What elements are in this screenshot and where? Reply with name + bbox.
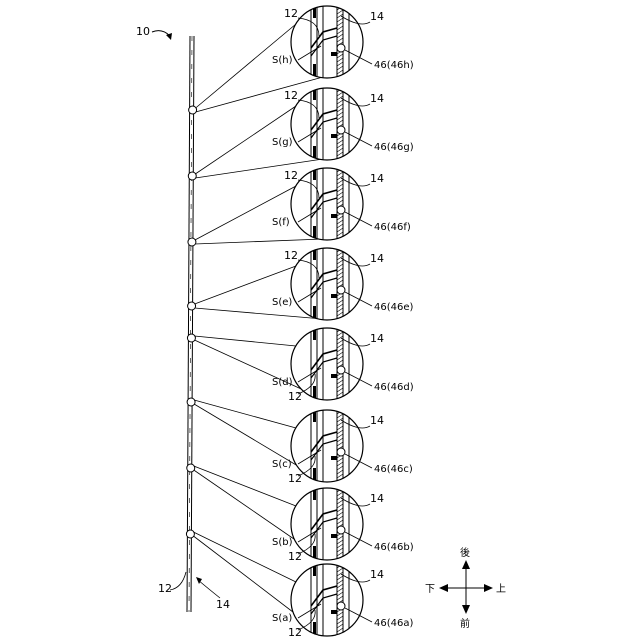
sensor-label: S(d) xyxy=(272,377,293,388)
sensor-label: S(g) xyxy=(272,137,293,148)
part-46-marker xyxy=(337,526,345,534)
part-46-label: 46(46h) xyxy=(374,60,414,71)
part-46-label: 46(46f) xyxy=(374,222,411,233)
member-12-detail-label: 12 xyxy=(284,169,298,182)
compass-down-label: 前 xyxy=(460,617,470,630)
member-12-detail-label: 12 xyxy=(288,550,302,563)
member-14-detail-label: 14 xyxy=(370,414,384,427)
callout-line-lower xyxy=(195,239,323,244)
sensor-label: S(h) xyxy=(272,55,293,66)
callout-line-upper xyxy=(195,186,296,240)
member-14-label: 14 xyxy=(216,598,230,611)
detail-circle xyxy=(291,168,363,240)
sensor-point xyxy=(187,398,195,406)
detail-views: S(h)46(46h)1412S(g)46(46g)1412S(f)46(46f… xyxy=(272,2,414,640)
part-46-marker xyxy=(337,126,345,134)
callout-line-upper xyxy=(194,400,296,428)
member-12-detail-label: 12 xyxy=(288,472,302,485)
member-14-leader xyxy=(198,580,220,598)
sensor-point xyxy=(187,334,195,342)
part-46-marker xyxy=(337,366,345,374)
member-12-detail-label: 12 xyxy=(284,89,298,102)
part-46-marker xyxy=(337,44,345,52)
detail-view: S(f) 46(46f) 14 12 xyxy=(272,164,411,244)
part-46-label: 46(46a) xyxy=(374,618,413,629)
arrow-right-icon xyxy=(484,584,493,592)
sensor-point xyxy=(187,464,195,472)
member-12-detail-label: 12 xyxy=(288,390,302,403)
member-12-leader xyxy=(170,572,186,590)
member-12-detail-label: 12 xyxy=(284,7,298,20)
detail-circle xyxy=(291,88,363,160)
part-46-label: 46(46d) xyxy=(374,382,414,393)
member-14-detail-label: 14 xyxy=(370,492,384,505)
member-14-detail-label: 14 xyxy=(370,252,384,265)
sensor-point xyxy=(186,530,194,538)
detail-view: S(c) 46(46c) 14 12 xyxy=(272,406,413,486)
sensor-point xyxy=(188,238,196,246)
member-12-detail-label: 12 xyxy=(284,249,298,262)
member-12-label: 12 xyxy=(158,582,172,595)
sensor-point xyxy=(188,172,196,180)
arrow-down-icon xyxy=(462,605,470,614)
member-12-detail-label: 12 xyxy=(288,626,302,639)
part-46-marker xyxy=(337,448,345,456)
member-14-detail-label: 14 xyxy=(370,332,384,345)
compass-right-label: 上 xyxy=(496,583,506,595)
assembly-ref-label: 10 xyxy=(136,25,150,38)
detail-view: S(e) 46(46e) 14 12 xyxy=(272,244,414,324)
part-46-marker xyxy=(337,602,345,610)
detail-view: S(h) 46(46h) 14 12 xyxy=(272,2,414,82)
arrow-up-icon xyxy=(462,560,470,569)
sensor-point xyxy=(189,106,197,114)
callout-line-upper xyxy=(194,336,296,346)
part-46-label: 46(46b) xyxy=(374,542,414,553)
assembly-ref-arrowhead xyxy=(166,33,172,40)
sensor-label: S(a) xyxy=(272,613,292,624)
compass-up-label: 後 xyxy=(460,546,470,559)
sensor-label: S(c) xyxy=(272,459,292,470)
compass-left-label: 下 xyxy=(425,584,435,595)
part-46-label: 46(46c) xyxy=(374,464,413,475)
detail-circle xyxy=(291,6,363,78)
detail-view: S(a) 46(46a) 14 12 xyxy=(272,560,413,640)
main-member xyxy=(187,36,194,612)
sensor-label: S(e) xyxy=(272,297,292,308)
callout-line-lower xyxy=(195,159,323,178)
sensor-label: S(b) xyxy=(272,537,293,548)
detail-circle xyxy=(291,248,363,320)
detail-view: S(d) 46(46d) 14 12 xyxy=(272,324,414,404)
member-14-detail-label: 14 xyxy=(370,10,384,23)
sensor-point xyxy=(188,302,196,310)
part-46-label: 46(46g) xyxy=(374,142,414,153)
part-46-marker xyxy=(337,286,345,294)
member-14-detail-label: 14 xyxy=(370,568,384,581)
part-46-marker xyxy=(337,206,345,214)
member-14-detail-label: 14 xyxy=(370,172,384,185)
member-14-detail-label: 14 xyxy=(370,92,384,105)
detail-view: S(b) 46(46b) 14 12 xyxy=(272,484,414,564)
sensor-label: S(f) xyxy=(272,217,290,228)
callout-line-upper xyxy=(196,24,296,108)
arrow-left-icon xyxy=(439,584,448,592)
part-46-label: 46(46e) xyxy=(374,302,414,313)
detail-view: S(g) 46(46g) 14 12 xyxy=(272,84,414,164)
callout-line-upper xyxy=(194,466,296,506)
direction-compass: 後 前 下 上 xyxy=(425,546,506,630)
